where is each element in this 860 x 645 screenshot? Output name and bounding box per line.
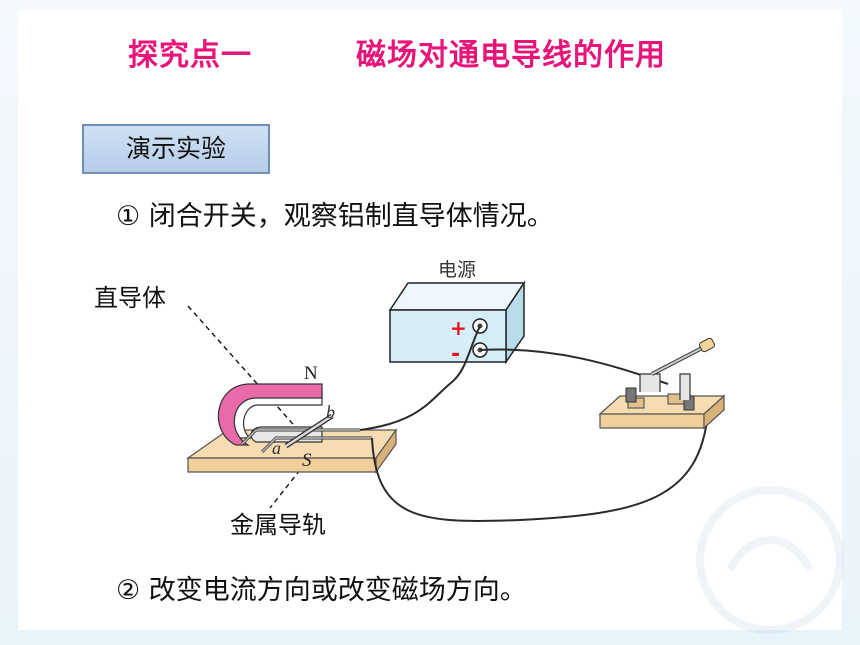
knife-switch — [598, 337, 726, 430]
conductor-callout: 直导体 — [94, 284, 166, 312]
metal-rails — [240, 428, 372, 454]
power-supply-label: 电源 — [438, 259, 476, 281]
demo-label-box: 演示实验 — [82, 124, 270, 174]
wire-rail-to-switch — [371, 411, 709, 522]
conductor-leader-line — [187, 305, 301, 433]
south-pole-label: S — [302, 450, 312, 471]
power-supply — [388, 280, 526, 365]
rail-callout: 金属导轨 — [230, 511, 326, 539]
north-pole-label: N — [304, 363, 318, 384]
point-a-label: a — [272, 438, 281, 458]
rail-leader-line — [269, 469, 301, 509]
step-1-text: ① 闭合开关，观察铝制直导体情况。 — [116, 201, 554, 232]
wire-rail-to-plus — [359, 325, 481, 431]
plus-terminal-sign: + — [450, 316, 467, 340]
minus-terminal-sign: - — [451, 342, 460, 367]
point-b-label: b — [326, 402, 335, 422]
watermark-ornament — [696, 486, 844, 634]
section-title: 探究点一 — [128, 38, 252, 73]
topic-title: 磁场对通电导线的作用 — [356, 38, 666, 73]
horseshoe-magnet — [217, 383, 323, 446]
step-2-text: ② 改变电流方向或改变磁场方向。 — [116, 575, 527, 606]
